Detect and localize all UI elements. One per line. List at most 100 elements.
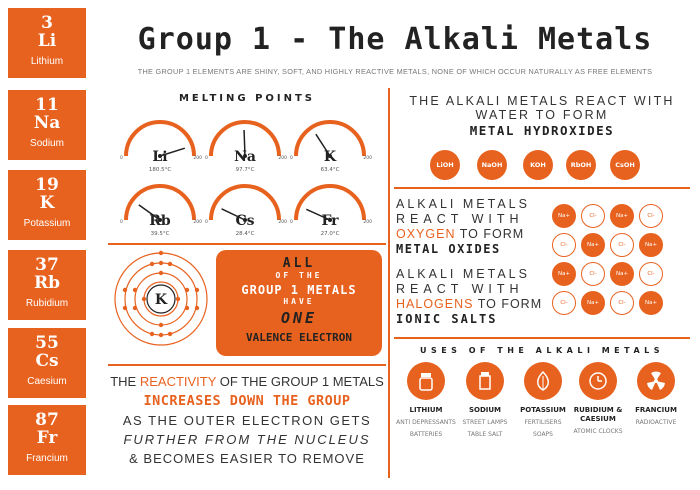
valence-box: ALL OF THE GROUP 1 METALS HAVE ONE VALEN… xyxy=(216,250,382,356)
element-tile-caesium: 55 Cs Caesium xyxy=(8,328,86,398)
use-francium: FRANCIUM RADIOACTIVE xyxy=(626,362,686,427)
scale-max: 200 xyxy=(193,220,202,225)
scale-min: 0 xyxy=(290,220,293,225)
divider-reactivity xyxy=(108,364,386,366)
gauge-value: 27.0°C xyxy=(320,231,340,237)
element-tile-potassium: 19 K Potassium xyxy=(8,170,86,240)
compound-rboh: RbOH xyxy=(566,150,596,180)
gauge-symbol: Rb xyxy=(149,213,171,229)
pill-bottle-icon xyxy=(407,362,445,400)
gauge-symbol: Fr xyxy=(321,213,339,229)
uses-heading: USES OF THE ALKALI METALS xyxy=(419,346,665,355)
leaf-icon xyxy=(524,362,562,400)
gauge-dial xyxy=(209,184,281,222)
gauge-symbol: Cs xyxy=(235,213,255,229)
compound-csoh: CsOH xyxy=(610,150,640,180)
chloride-ion: Cl- xyxy=(610,233,634,257)
atomic-number: 11 xyxy=(35,95,59,115)
gauge-dial xyxy=(294,184,366,222)
atomic-number: 37 xyxy=(35,255,59,275)
reactivity-text: THE REACTIVITY OF THE GROUP 1 METALS INC… xyxy=(108,374,386,466)
divider-uses xyxy=(394,337,690,339)
element-symbol: Rb xyxy=(33,273,60,293)
scale-max: 200 xyxy=(363,156,372,161)
element-name: Sodium xyxy=(30,138,64,149)
element-symbol: Cs xyxy=(35,351,59,371)
valence-line: ALL xyxy=(282,256,316,271)
atom-symbol: K xyxy=(155,292,168,308)
element-name: Caesium xyxy=(27,376,67,387)
halogens-text: ALKALI METALS REACT WITH HALOGENS TO FOR… xyxy=(396,267,543,326)
divider-gauges xyxy=(108,243,386,245)
sodium-ion: Na+ xyxy=(610,262,634,286)
element-tile-francium: 87 Fr Francium xyxy=(8,405,86,475)
compound-naoh: NaOH xyxy=(477,150,507,180)
valence-line: OF THE xyxy=(275,271,323,280)
gauge-value: 97.7°C xyxy=(235,167,255,173)
sodium-ion: Na+ xyxy=(610,204,634,228)
potassium-atom-diagram: K xyxy=(114,250,208,346)
element-symbol: K xyxy=(39,193,55,213)
scale-max: 200 xyxy=(278,156,287,161)
scale-min: 0 xyxy=(205,220,208,225)
water-heading: METAL HYDROXIDES xyxy=(469,123,615,138)
element-name: Rubidium xyxy=(25,298,69,309)
reactivity-line: FURTHER FROM THE NUCLEUS xyxy=(123,432,371,447)
vertical-divider xyxy=(388,88,390,478)
gauge-value: 39.5°C xyxy=(150,231,170,237)
sodium-ion: Na+ xyxy=(552,262,576,286)
scale-min: 0 xyxy=(290,156,293,161)
element-tile-lithium: 3 Li Lithium xyxy=(8,8,86,78)
gauge-fr: 0 200 Fr 27.0°C xyxy=(288,180,372,237)
gauge-dial xyxy=(124,120,196,158)
gauge-dial xyxy=(209,120,281,158)
reactivity-line: & BECOMES EASIER TO REMOVE xyxy=(129,451,365,466)
chloride-ion: Cl- xyxy=(581,262,605,286)
gauge-value: 63.4°C xyxy=(320,167,340,173)
atomic-number: 87 xyxy=(35,410,59,430)
use-lithium: LITHIUM ANTI DEPRESSANTS BATTERIES xyxy=(396,362,456,439)
chloride-ion: Cl- xyxy=(639,262,663,286)
valence-line: VALENCE ELECTRON xyxy=(246,331,352,344)
element-symbol: Fr xyxy=(36,428,58,448)
water-line: THE ALKALI METALS REACT WITH xyxy=(409,94,675,108)
reactivity-line: THE REACTIVITY OF THE GROUP 1 METALS xyxy=(110,374,384,389)
chloride-ion: Cl- xyxy=(552,233,576,257)
reactivity-line: INCREASES DOWN THE GROUP xyxy=(143,393,351,409)
chloride-ion: Cl- xyxy=(639,204,663,228)
clock-icon xyxy=(579,362,617,400)
use-sodium: SODIUM STREET LAMPS TABLE SALT xyxy=(455,362,515,439)
gauge-li: 0 200 Li 180.5°C xyxy=(118,116,202,173)
element-symbol: Na xyxy=(33,113,61,133)
chloride-ion: Cl- xyxy=(610,291,634,315)
element-tile-sodium: 11 Na Sodium xyxy=(8,90,86,160)
page-subtitle: THE GROUP 1 ELEMENTS ARE SHINY, SOFT, AN… xyxy=(137,67,653,76)
gauge-rb: 0 200 Rb 39.5°C xyxy=(118,180,202,237)
gauge-cs: 0 200 Cs 28.4°C xyxy=(203,180,287,237)
gauge-symbol: Na xyxy=(234,149,256,165)
chloride-ion: Cl- xyxy=(581,204,605,228)
atomic-number: 3 xyxy=(41,13,53,33)
gauge-dial xyxy=(294,120,366,158)
atomic-number: 19 xyxy=(35,175,59,195)
use-rubidium-caesium: RUBIDIUM & CAESIUM ATOMIC CLOCKS xyxy=(568,362,628,436)
compound-lioh: LiOH xyxy=(430,150,460,180)
scale-min: 0 xyxy=(205,156,208,161)
reactivity-line: AS THE OUTER ELECTRON GETS xyxy=(122,413,372,428)
water-section: THE ALKALI METALS REACT WITH WATER TO FO… xyxy=(394,94,690,138)
electrons xyxy=(122,250,200,338)
sodium-ion: Na+ xyxy=(581,233,605,257)
sodium-ion: Na+ xyxy=(581,291,605,315)
scale-max: 200 xyxy=(193,156,202,161)
element-symbol: Li xyxy=(37,31,57,51)
gauge-k: 0 200 K 63.4°C xyxy=(288,116,372,173)
gauge-symbol: K xyxy=(323,149,337,165)
element-name: Potassium xyxy=(23,218,71,229)
compound-koh: KOH xyxy=(523,150,553,180)
melting-points-heading: MELTING POINTS xyxy=(178,93,316,104)
scale-min: 0 xyxy=(120,220,123,225)
gauge-value: 180.5°C xyxy=(148,167,172,173)
chloride-ion: Cl- xyxy=(552,291,576,315)
oxygen-text: ALKALI METALS REACT WITH OXYGEN TO FORM … xyxy=(396,197,530,256)
divider-water xyxy=(394,187,690,189)
